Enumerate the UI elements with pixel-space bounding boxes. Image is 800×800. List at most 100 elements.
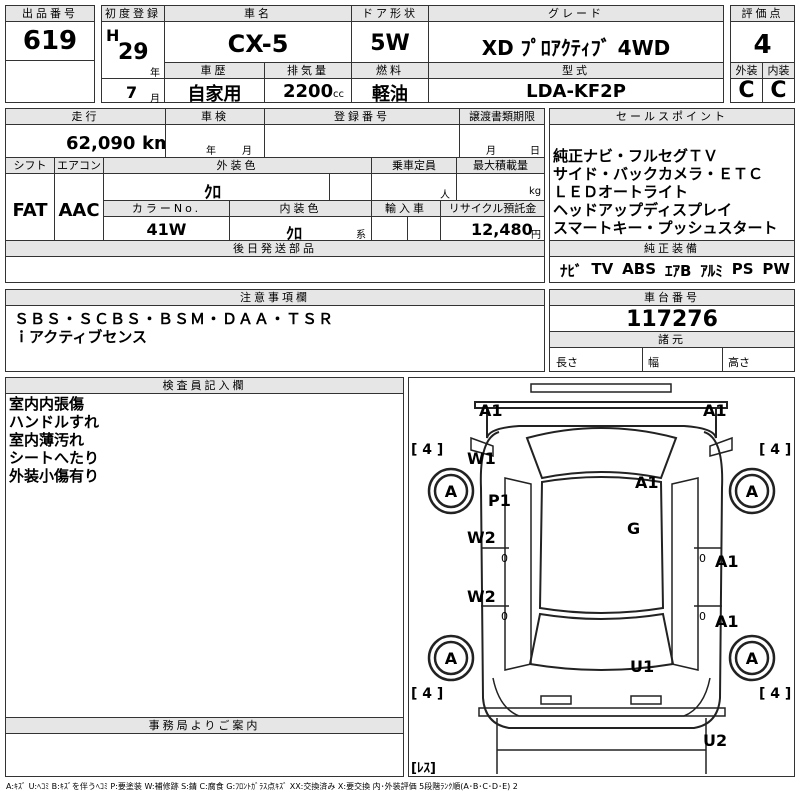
door-type: 5W bbox=[370, 31, 410, 56]
inspector-note: 室内内張傷 bbox=[9, 395, 85, 413]
front-outline bbox=[474, 401, 728, 409]
equipment-item: TV bbox=[591, 260, 614, 278]
fuel: 軽油 bbox=[372, 84, 408, 105]
width-label: 幅 bbox=[648, 356, 659, 369]
body-outline bbox=[479, 431, 724, 729]
score-cell: 評価点 4 bbox=[730, 5, 795, 63]
lot-number: 619 bbox=[22, 26, 78, 56]
transfer-day-unit: 日 bbox=[530, 146, 540, 157]
history-cell: 車歴 自家用 bbox=[164, 62, 265, 105]
grade: XD ﾌﾟﾛｱｸﾃｨﾌﾞ 4WD bbox=[481, 36, 671, 60]
damage-mark: A1 bbox=[635, 473, 659, 492]
exterior-color: ｸﾛ bbox=[204, 183, 221, 203]
damage-mark: A1 bbox=[479, 401, 503, 420]
damage-marks: A1 A1 W1 P1 A1 G W2 A1 W2 A1 U1 U2 bbox=[467, 401, 739, 750]
import-label: 輸入車 bbox=[372, 201, 440, 217]
ac-cell: エアコン AAC bbox=[54, 157, 104, 241]
inspector-note: ハンドルすれ bbox=[9, 413, 100, 431]
displacement-cell: 排気量 2200 cc bbox=[264, 62, 352, 103]
height-label: 高さ bbox=[728, 356, 750, 369]
caution-list: ＳＢＳ・ＳＣＢＳ・ＢＳＭ・ＤＡＡ・ＴＳＲ ｉアクティブセンス bbox=[14, 310, 334, 346]
door-lines bbox=[481, 547, 722, 607]
front-bumper-outline bbox=[530, 383, 672, 393]
caution-line: ＳＢＳ・ＳＣＢＳ・ＢＳＭ・ＤＡＡ・ＴＳＲ bbox=[14, 310, 335, 328]
interior-grade: C bbox=[770, 78, 787, 103]
recycle-unit: 円 bbox=[531, 230, 541, 241]
sales-point-line: ヘッドアップディスプレイ bbox=[553, 201, 732, 219]
zero-mark: 0 bbox=[699, 552, 706, 565]
history-label: 車歴 bbox=[165, 63, 264, 79]
exterior-grade-label: 外装 bbox=[731, 63, 762, 79]
displacement: 2200 bbox=[283, 81, 334, 102]
ac-label: エアコン bbox=[55, 158, 103, 174]
damage-mark: A1 bbox=[703, 401, 727, 420]
later-parts-cell: 後日発送部品 bbox=[5, 240, 545, 283]
max-load-label: 最大積載量 bbox=[457, 158, 544, 174]
later-parts-label: 後日発送部品 bbox=[6, 241, 544, 257]
transfer-deadline-label: 譲渡書類期限 bbox=[460, 109, 544, 125]
shift: FAT bbox=[12, 200, 48, 221]
model: LDA-KF2P bbox=[526, 81, 626, 102]
interior-color-cell: 内装色 ｸﾛ 系 bbox=[229, 200, 372, 243]
dimensions-cell: 諸元 長さ 幅 高さ bbox=[549, 331, 795, 372]
caution-label: 注意事項欄 bbox=[6, 290, 544, 306]
max-load-unit: kg bbox=[529, 186, 542, 197]
equipment-cell: 純正装備 ﾅﾋﾞ TV ABS ｴｱB ｱﾙﾐ PS PW bbox=[549, 240, 795, 283]
plate-outline bbox=[540, 695, 662, 705]
chassis-number: 117276 bbox=[626, 307, 718, 332]
damage-mark: W1 bbox=[467, 449, 496, 468]
interior-grade-cell: 内装 C bbox=[762, 62, 795, 103]
tire-label-front-right: [ 4 ] bbox=[759, 442, 791, 458]
recycle-fee: 12,480 bbox=[471, 220, 533, 239]
capacity-label: 乗車定員 bbox=[372, 158, 456, 174]
damage-mark: U2 bbox=[703, 731, 727, 750]
capacity-unit: 人 bbox=[440, 190, 450, 201]
damage-mark: W2 bbox=[467, 528, 496, 547]
wheel-mark: A bbox=[445, 482, 458, 501]
car-name-cell: 車名 CX-5 bbox=[164, 5, 352, 63]
lot-number-label: 出品番号 bbox=[6, 6, 94, 22]
car-diagram: [ 4 ] [ 4 ] [ 4 ] [ 4 ] A A A A A1 A1 W1… bbox=[411, 383, 791, 776]
lot-number-spacer bbox=[5, 60, 95, 103]
inspector-note: 室内薄汚れ bbox=[9, 431, 85, 449]
inspection-label: 車検 bbox=[166, 109, 264, 125]
wheel-mark: A bbox=[746, 482, 759, 501]
zero-marks: 0 0 0 0 bbox=[501, 552, 706, 623]
shift-cell: シフト FAT bbox=[5, 157, 55, 241]
inspector-note: シートへたり bbox=[9, 449, 100, 467]
score: 4 bbox=[753, 30, 772, 60]
wheel-mark: A bbox=[445, 649, 458, 668]
interior-color: ｸﾛ bbox=[286, 224, 303, 243]
inspector-notes-list: 室内内張傷 ハンドルすれ 室内薄汚れ シートへたり 外装小傷有り bbox=[9, 395, 99, 485]
inspector-notes-cell: 検査員記入欄 室内内張傷 ハンドルすれ 室内薄汚れ シートへたり 外装小傷有り bbox=[5, 377, 404, 718]
door-label: ドア形状 bbox=[352, 6, 428, 22]
ac: AAC bbox=[58, 200, 100, 221]
equipment-label: 純正装備 bbox=[550, 241, 794, 257]
mileage-label: 走行 bbox=[6, 109, 165, 125]
mirror-marks bbox=[470, 436, 733, 457]
interior-color-unit: 系 bbox=[356, 230, 366, 241]
rear-outline bbox=[492, 677, 711, 717]
inspection-year-unit: 年 bbox=[206, 146, 216, 157]
dimensions-label: 諸元 bbox=[550, 332, 794, 348]
tire-label-rear-left: [ 4 ] bbox=[411, 686, 443, 702]
office-notice-cell: 事務局よりご案内 bbox=[5, 717, 404, 777]
sales-point-cell: セールスポイント 純正ナビ・フルセグＴＶ サイド・バックカメラ・ＥＴＣ ＬＥＤオ… bbox=[549, 108, 795, 241]
color-number-cell: カラーNo. 41W bbox=[103, 200, 230, 241]
wheel-marks: A A A A bbox=[445, 482, 759, 668]
right-windows bbox=[671, 477, 699, 671]
model-label: 型式 bbox=[429, 63, 723, 79]
fuel-label: 燃料 bbox=[352, 63, 428, 79]
displacement-label: 排気量 bbox=[265, 63, 351, 79]
equipment-item: ｱﾙﾐ bbox=[700, 262, 723, 280]
color-number: 41W bbox=[146, 220, 187, 239]
inspection-month-unit: 月 bbox=[242, 146, 252, 157]
tailgate-outline bbox=[496, 718, 707, 774]
caution-cell: 注意事項欄 ＳＢＳ・ＳＣＢＳ・ＢＳＭ・ＤＡＡ・ＴＳＲ ｉアクティブセンス bbox=[5, 289, 545, 372]
inspection-cell: 車検 年 月 bbox=[165, 108, 265, 158]
chassis-cell: 車台番号 117276 bbox=[549, 289, 795, 332]
grade-cell: グレード XD ﾌﾟﾛｱｸﾃｨﾌﾞ 4WD bbox=[428, 5, 724, 63]
displacement-unit: cc bbox=[333, 89, 344, 100]
history: 自家用 bbox=[187, 84, 242, 105]
exterior-grade: C bbox=[738, 78, 755, 103]
